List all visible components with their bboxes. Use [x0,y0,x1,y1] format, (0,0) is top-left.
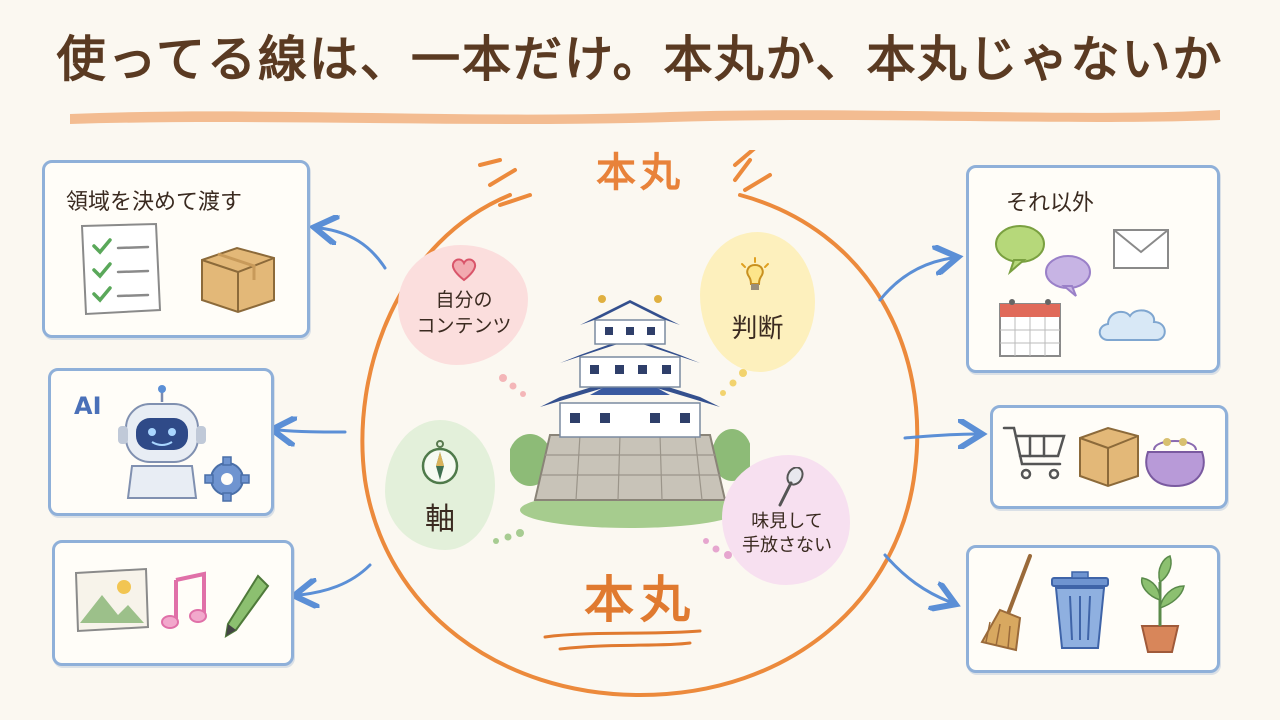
lightbulb-icon [741,257,769,290]
others-label: それ以外 [1006,191,1095,216]
page-title: 使ってる線は、一本だけ。本丸か、本丸じゃないか [56,31,1224,88]
box-icon [201,246,275,314]
cart-icon [1002,426,1066,480]
judgment-label: 判断 [731,314,784,344]
honmaru-label-top: 本丸 [596,150,684,196]
compass-icon [421,440,459,485]
image-icon [74,567,150,633]
purse-icon [1145,438,1205,488]
title-underline [70,110,1220,124]
calendar-icon [999,299,1061,357]
checklist-icon [80,222,162,316]
content-dots [499,374,526,397]
others-icons [995,225,1169,357]
music-note-icon [161,571,207,629]
castle-icon [510,295,750,528]
speech-bubble-icon [1045,255,1091,297]
content-label: 自分の コンテンツ [416,289,512,337]
plant-icon [1140,555,1185,653]
shopping-icons [1002,426,1205,488]
taste-dots [703,538,732,559]
envelope-icon [1113,229,1169,269]
axis-label: 軸 [425,502,455,537]
pencil-icon [224,574,270,638]
trash-can-icon [1051,571,1109,649]
taste-label: 味見して 手放さない [742,511,832,557]
chores-icons [980,554,1185,653]
spoon-icon [778,467,804,507]
judgment-dots [720,369,747,396]
judgment-blob [700,232,815,372]
axis-dots [493,529,524,544]
cloud-icon [1098,309,1166,341]
ai-label: AI [74,392,102,420]
broom-icon [980,554,1032,652]
box-icon [1079,426,1139,488]
robot-icon [118,385,250,502]
arrow-to-ai [278,430,347,432]
speech-bubble-icon [995,225,1045,276]
delegate-label: 領域を決めて渡す [66,190,243,215]
honmaru-label-bottom: 本丸 [584,571,696,629]
taste-blob [722,455,850,585]
bottom-label-underline [543,629,702,651]
honmaru-circle [360,150,920,698]
heart-icon [451,258,477,282]
